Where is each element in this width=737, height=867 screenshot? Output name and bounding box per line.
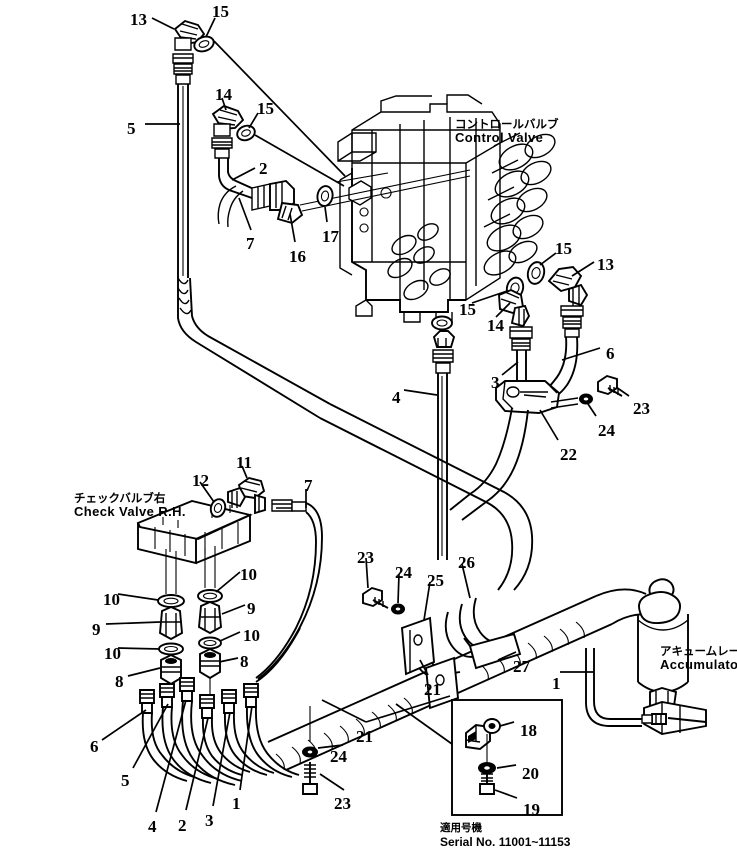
callout-number-3: 3 xyxy=(205,811,214,830)
label-check-valve-rh: チェックバルブ右 Check Valve R.H. xyxy=(74,491,186,520)
callout-number-19: 19 xyxy=(523,800,540,819)
callout-number-4: 4 xyxy=(148,817,157,836)
callout-number-9: 9 xyxy=(247,599,256,618)
label-control-valve-jp: コントロールバルブ xyxy=(455,117,559,131)
label-control-valve: コントロールバルブ Control Valve xyxy=(455,117,559,146)
label-check-valve-rh-jp: チェックバルブ右 xyxy=(74,491,166,505)
callout-number-20: 20 xyxy=(522,764,539,783)
callout-number-27: 27 xyxy=(513,657,530,676)
serial-inset-box xyxy=(395,699,563,816)
label-accumulator-jp: アキュームレータ xyxy=(660,644,737,658)
callout-number-6: 6 xyxy=(90,737,99,756)
accumulator-assembly xyxy=(585,578,707,735)
callout-number-10: 10 xyxy=(104,644,121,663)
leader-lines xyxy=(101,17,630,813)
check-valve-fittings xyxy=(209,476,323,680)
callout-number-13: 13 xyxy=(597,255,614,274)
callout-number-21: 21 xyxy=(356,727,373,746)
callout-number-7: 7 xyxy=(246,234,255,253)
callout-number-24: 24 xyxy=(395,563,412,582)
serial-number-note-en: Serial No. 11001~11153 xyxy=(440,834,571,849)
control-valve-assembly xyxy=(299,94,556,323)
callout-number-24: 24 xyxy=(598,421,615,440)
callout-number-23: 23 xyxy=(633,399,650,418)
callout-number-3: 3 xyxy=(491,373,500,392)
check-valve-parts-right xyxy=(197,546,223,698)
callout-number-8: 8 xyxy=(240,652,249,671)
callout-number-2: 2 xyxy=(259,159,268,178)
callout-number-10: 10 xyxy=(243,626,260,645)
lower-hose-bundle xyxy=(139,677,300,786)
right-hose-assembly xyxy=(449,261,623,521)
callout-number-23: 23 xyxy=(334,794,351,813)
callout-number-13: 13 xyxy=(130,10,147,29)
callout-number-23: 23 xyxy=(357,548,374,567)
serial-number-note: 適用号機 Serial No. 11001~11153 xyxy=(440,822,570,849)
label-accumulator-en: Accumulator xyxy=(660,657,737,673)
callout-number-10: 10 xyxy=(103,590,120,609)
callout-number-22: 22 xyxy=(560,445,577,464)
label-accumulator: アキュームレータ Accumulator xyxy=(660,644,737,673)
callout-number-4: 4 xyxy=(392,388,401,407)
callout-number-26: 26 xyxy=(458,553,475,572)
callout-number-2: 2 xyxy=(178,816,187,835)
callout-number-15: 15 xyxy=(555,239,572,258)
callout-number-9: 9 xyxy=(92,620,101,639)
hose-clamp-assembly xyxy=(362,586,522,710)
callout-number-1: 1 xyxy=(232,794,241,813)
callout-number-5: 5 xyxy=(121,771,130,790)
callout-number-10: 10 xyxy=(240,565,257,584)
callout-number-11: 11 xyxy=(236,453,253,472)
serial-number-note-jp: 適用号機 xyxy=(440,822,482,834)
tube-4-assembly xyxy=(431,315,456,560)
callout-number-6: 6 xyxy=(606,344,615,363)
callout-number-17: 17 xyxy=(322,227,339,246)
callout-number-15: 15 xyxy=(257,99,274,118)
callout-number-12: 12 xyxy=(192,471,209,490)
callout-number-24: 24 xyxy=(330,747,347,766)
callout-number-14: 14 xyxy=(215,85,232,104)
callout-number-25: 25 xyxy=(427,571,444,590)
callout-number-8: 8 xyxy=(115,672,124,691)
callout-number-16: 16 xyxy=(289,247,306,266)
label-check-valve-rh-en: Check Valve R.H. xyxy=(74,504,186,520)
label-control-valve-en: Control Valve xyxy=(455,130,544,146)
callout-number-18: 18 xyxy=(520,721,537,740)
callout-number-15: 15 xyxy=(212,2,229,21)
tube-5-assembly xyxy=(172,19,331,419)
callout-number-5: 5 xyxy=(127,119,136,138)
callout-number-1: 1 xyxy=(552,674,561,693)
callout-number-21: 21 xyxy=(424,680,441,699)
callout-number-7: 7 xyxy=(304,476,313,495)
callout-number-14: 14 xyxy=(487,316,504,335)
tube-2-assembly xyxy=(211,104,334,228)
callout-number-15: 15 xyxy=(459,300,476,319)
